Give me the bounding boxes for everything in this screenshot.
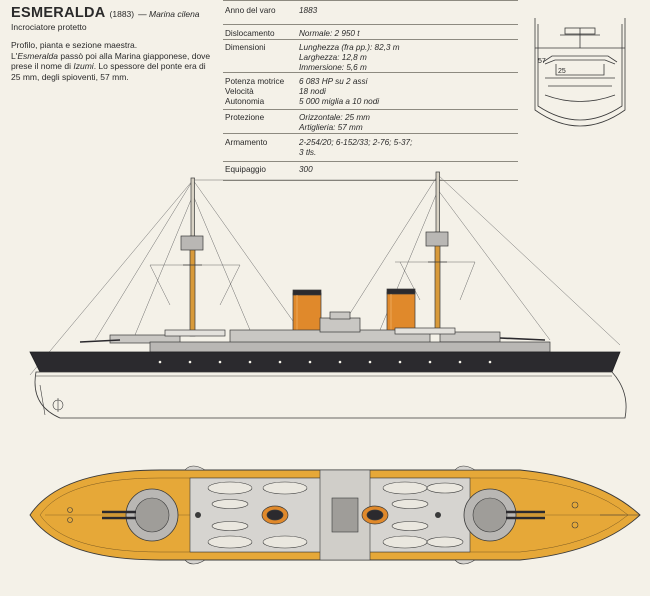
- launch-year: (1883): [109, 9, 135, 19]
- plan-funnels: [261, 505, 389, 525]
- caption-line-2: L'Esmeralda passò poi alla Marina giappo…: [11, 50, 211, 82]
- spec-divider-line: [223, 161, 518, 162]
- spec-divider-line: [223, 109, 518, 110]
- caption-line-1: Profilo, pianta e sezione maestra.: [11, 40, 138, 50]
- portholes: [158, 360, 492, 364]
- spec-value-line: 18 nodi: [299, 86, 326, 96]
- spec-value: 300: [299, 165, 313, 175]
- spec-divider-line: [223, 72, 518, 73]
- masts: [180, 171, 449, 337]
- spec-value-line: Immersione: 5,6 m: [299, 62, 367, 72]
- caption-text: Profilo, pianta e sezione maestra. L'Esm…: [11, 40, 211, 82]
- plan-sponsons: [184, 465, 477, 565]
- plan-turrets: [102, 488, 545, 542]
- plan-boats: [207, 481, 464, 549]
- spec-label: Dimensioni: [225, 43, 266, 52]
- navy-label: — Marina cilena: [138, 9, 200, 19]
- spec-value-line: 6 083 HP su 2 assi: [299, 77, 368, 86]
- plan-masts: [195, 512, 441, 518]
- spec-label: Anno del varo: [225, 6, 276, 15]
- spec-value-line: Lunghezza (fra pp.): 82,3 m: [299, 43, 400, 52]
- profile-guns: [79, 337, 546, 343]
- spec-divider-line: [223, 0, 518, 1]
- spec-value-line: 3 tls.: [299, 147, 317, 157]
- spec-label: Dislocamento: [225, 29, 275, 38]
- spec-value-line: 5 000 miglia a 10 nodi: [299, 96, 380, 106]
- spec-label: Armamento: [225, 138, 268, 147]
- section-slope-label: 57: [538, 58, 546, 65]
- ship-type: Incrociatore protetto: [11, 22, 87, 32]
- superstructure: [109, 311, 551, 353]
- spec-value-line: Artiglieria: 57 mm: [299, 122, 363, 132]
- spec-divider-line: [223, 133, 518, 134]
- spec-label: Protezione: [225, 113, 265, 122]
- spec-value-line: Larghezza: 12,8 m: [299, 52, 367, 62]
- midship-section: 57 25: [534, 18, 626, 127]
- spec-value: 1883: [299, 6, 317, 16]
- spec-label: Equipaggio: [225, 165, 266, 174]
- section-deck-label: 25: [558, 68, 566, 75]
- hull-underwater: [34, 371, 627, 419]
- spec-value-line: Normale: 2 950 t: [299, 29, 360, 38]
- hull-black: [29, 351, 621, 373]
- spec-divider-line: [223, 180, 518, 181]
- spec-divider-line: [223, 39, 518, 40]
- spec-value-line: 1883: [299, 6, 318, 15]
- profile-view: [29, 171, 627, 419]
- spec-value-line: Orizzontale: 25 mm: [299, 113, 370, 122]
- spec-value: 2-254/20; 6-152/33; 2-76; 5-37;3 tls.: [299, 138, 412, 158]
- spec-value: Normale: 2 950 t: [299, 29, 360, 39]
- ship-title: ESMERALDA(1883)— Marina cilena: [11, 5, 200, 21]
- plan-view: [29, 465, 641, 565]
- spec-value-line: 2-254/20; 6-152/33; 2-76; 5-37;: [299, 138, 413, 147]
- plan-bow-fittings: [67, 501, 640, 529]
- spec-divider-line: [223, 24, 518, 25]
- spec-label: Potenza motrice Velocità Autonomia: [225, 77, 285, 106]
- spec-value-line: 300: [299, 165, 313, 174]
- ship-name: ESMERALDA: [11, 5, 106, 21]
- propeller: [39, 384, 64, 416]
